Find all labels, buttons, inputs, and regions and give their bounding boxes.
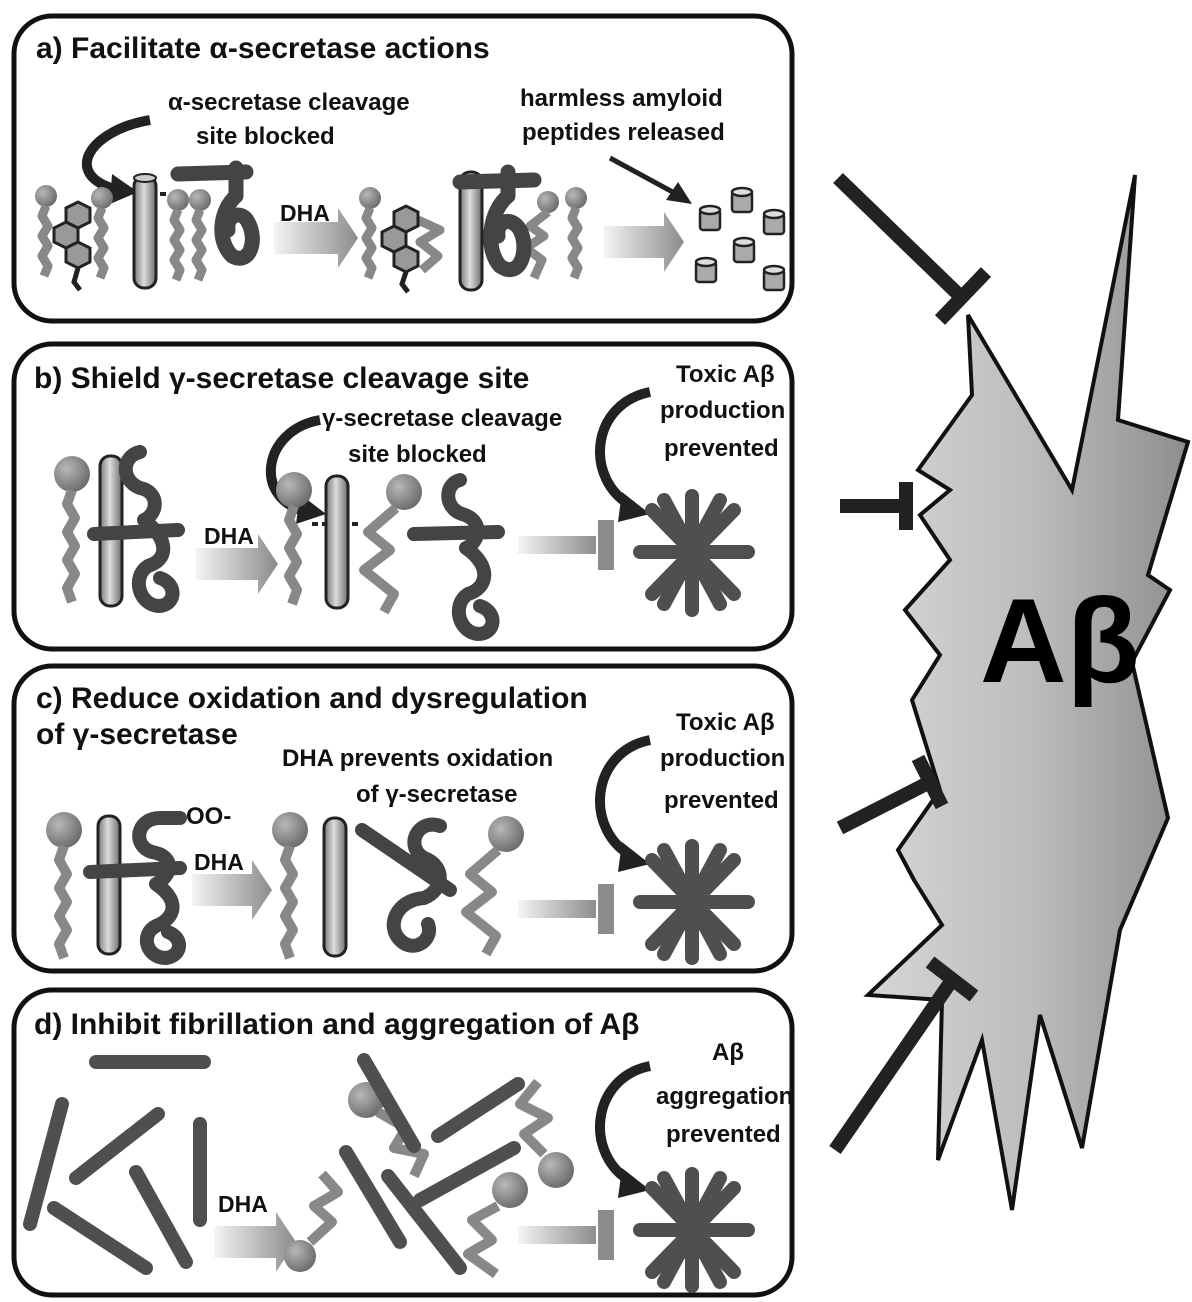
panel-c-block-arrow xyxy=(518,900,596,918)
panel-b-lipid-left xyxy=(54,456,90,604)
panel-a-peptides xyxy=(694,186,786,292)
amyloid-beta-starburst: Aβ xyxy=(863,174,1191,1211)
panel-a-title: a) Facilitate α-secretase actions xyxy=(36,32,490,65)
panel-a-curved-arrow xyxy=(81,115,151,195)
panel-a-cylinder-left xyxy=(132,173,158,290)
panel-d-curved-arrow-head xyxy=(618,1168,650,1198)
panel-c-label-2b: production xyxy=(660,745,785,772)
panel-c-lipid-left xyxy=(46,812,82,960)
panel-d-label-2b: aggregation xyxy=(656,1083,793,1110)
panel-c-title-line2: of γ-secretase xyxy=(36,718,238,751)
panel-a-dha-arrow xyxy=(274,208,358,268)
panel-b-cylinder-right xyxy=(324,474,350,610)
peptide-6 xyxy=(762,264,786,292)
panel-a: a) Facilitate α-secretase actions α-secr… xyxy=(35,32,786,294)
panel-d-lipids xyxy=(284,1078,574,1279)
panel-a-lipids-right xyxy=(359,187,587,280)
inhibit-arrow-b xyxy=(840,482,913,530)
panel-d-dha-label: DHA xyxy=(218,1191,268,1217)
panel-d-title: d) Inhibit fibrillation and aggregation … xyxy=(34,1008,639,1041)
panel-a-dha-label: DHA xyxy=(280,200,330,226)
panel-d-fibril-cluster xyxy=(633,1167,755,1293)
panel-a-peptide-arrow-head xyxy=(666,182,692,204)
panel-b-dha-label: DHA xyxy=(204,523,254,549)
panel-a-label-1b: site blocked xyxy=(196,123,335,150)
panel-a-release-arrow xyxy=(604,212,684,272)
peptide-3 xyxy=(762,208,786,236)
peptide-2 xyxy=(730,186,754,214)
starburst-shape xyxy=(863,174,1191,1211)
panel-c-cylinder-left xyxy=(96,814,122,956)
panel-a-box xyxy=(11,13,795,324)
panel-c-label-1a: DHA prevents oxidation xyxy=(282,745,553,772)
panel-c-protein-right xyxy=(355,817,457,953)
panel-b: b) Shield γ-secretase cleavage site γ-se… xyxy=(34,361,785,641)
panel-b-protein-right xyxy=(407,473,505,641)
panel-d-label-2c: prevented xyxy=(666,1121,781,1148)
panel-b-label-2c: prevented xyxy=(664,435,779,462)
inhibit-arrow-c xyxy=(836,754,949,835)
inhibit-arrow-a xyxy=(833,172,992,325)
panel-a-peptide-arrow xyxy=(608,155,682,199)
panel-b-curved-arrow-2-head xyxy=(618,492,650,522)
panel-c-curved-arrow xyxy=(595,735,652,861)
panel-a-curved-arrow-head xyxy=(110,174,138,204)
panel-d-dha-arrow xyxy=(214,1212,296,1272)
panel-d-rods-left xyxy=(23,1055,211,1275)
panel-c-block-bar xyxy=(598,884,614,934)
panel-b-curved-arrow-2 xyxy=(595,387,652,511)
panel-c-label-2c: prevented xyxy=(664,787,779,814)
inhibition-arrows xyxy=(829,172,992,1154)
panel-b-label-2a: Toxic Aβ xyxy=(676,361,775,388)
peptide-5 xyxy=(694,256,718,284)
panel-b-block-bar xyxy=(598,520,614,570)
panel-d-curved-arrow xyxy=(595,1061,652,1187)
panel-b-title: b) Shield γ-secretase cleavage site xyxy=(34,362,529,395)
panel-c-label-2a: Toxic Aβ xyxy=(676,709,775,736)
panel-c-fibril-cluster xyxy=(633,839,755,965)
panel-a-label-2a: harmless amyloid xyxy=(520,85,723,112)
panel-b-label-2b: production xyxy=(660,397,785,424)
panel-a-lipids-left xyxy=(35,185,211,282)
panel-b-fibril-cluster xyxy=(633,489,755,617)
panel-d-block-arrow xyxy=(518,1226,596,1244)
panel-b-dha-arrow xyxy=(196,534,278,594)
peptide-1 xyxy=(698,204,722,232)
inhibit-arrow-d xyxy=(829,956,979,1154)
panel-d-label-2a: Aβ xyxy=(712,1039,744,1066)
panel-c-label-1b: of γ-secretase xyxy=(356,781,517,808)
panel-b-label-1a: γ-secretase cleavage xyxy=(322,405,562,432)
panel-d: d) Inhibit fibrillation and aggregation … xyxy=(23,1008,793,1293)
panel-c-dha-arrow xyxy=(192,860,272,920)
panel-a-label-1a: α-secretase cleavage xyxy=(168,89,410,116)
panel-c: c) Reduce oxidation and dysregulation of… xyxy=(36,682,785,965)
panel-c-cylinder-right xyxy=(322,816,348,958)
panel-a-cholesterol-left xyxy=(52,200,92,292)
panel-b-label-1b: site blocked xyxy=(348,441,487,468)
panel-c-protein-left xyxy=(83,811,187,965)
panel-a-protein-right xyxy=(452,164,542,277)
panel-a-cholesterol-right xyxy=(380,204,420,294)
panel-c-title-line1: c) Reduce oxidation and dysregulation xyxy=(36,682,588,715)
panel-d-block-bar xyxy=(598,1210,614,1260)
panel-c-dha-label: DHA xyxy=(194,849,244,875)
panel-b-block-arrow xyxy=(518,536,596,554)
amyloid-beta-label: Aβ xyxy=(980,574,1140,708)
peptide-4 xyxy=(732,236,756,264)
panel-a-label-2b: peptides released xyxy=(522,119,725,146)
panel-c-peroxide-label: OO- xyxy=(186,803,231,830)
panel-b-protein-left xyxy=(87,445,185,613)
panel-d-rods-right xyxy=(339,1053,525,1275)
panel-a-protein-left xyxy=(170,160,260,266)
panel-a-cylinder-right xyxy=(458,170,484,292)
panel-c-lipids-right xyxy=(272,812,524,960)
panel-b-lipids-right xyxy=(276,472,422,615)
panel-c-curved-arrow-head xyxy=(618,842,650,872)
